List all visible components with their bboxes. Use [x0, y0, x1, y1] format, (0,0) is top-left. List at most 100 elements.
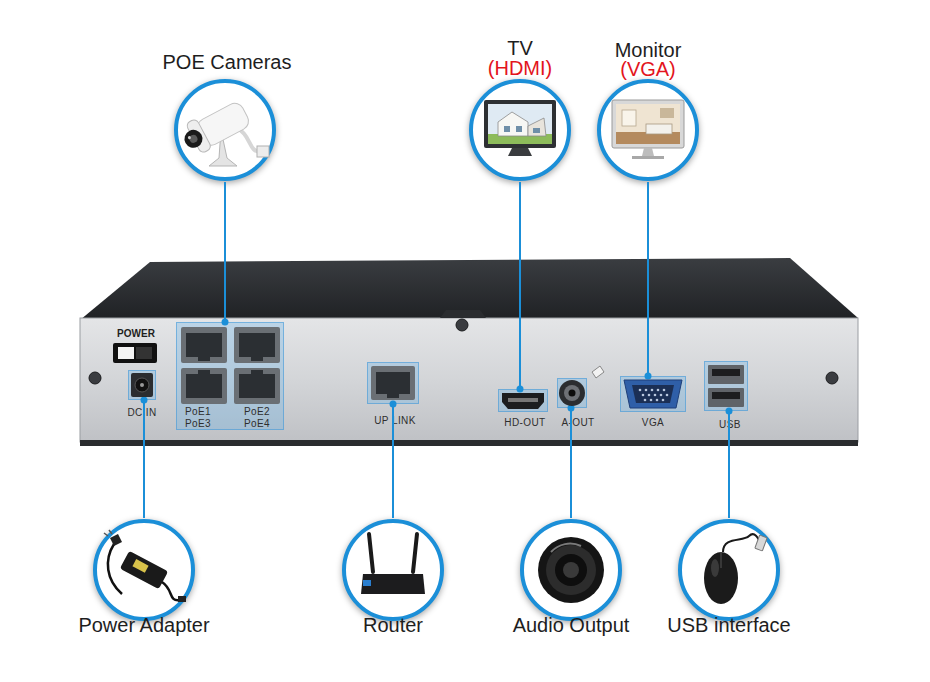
mouse-icon [721, 552, 722, 568]
vga-port [644, 399, 647, 402]
port-area: UP LINK [367, 362, 419, 404]
vga-port [654, 394, 657, 397]
audio-jack [569, 390, 576, 397]
tv-icon [516, 126, 522, 132]
monitor-icon [612, 100, 684, 159]
monitor-icon [642, 148, 654, 156]
camera-icon [194, 100, 251, 148]
panel-tab [440, 310, 486, 318]
circle-ring [680, 521, 778, 619]
circle-outline [173, 78, 277, 182]
router-icon [363, 580, 371, 586]
speaker-icon [551, 544, 581, 552]
device-label: Power Adapter [78, 614, 209, 636]
dc-jack [140, 383, 144, 387]
adapter-icon [120, 551, 168, 589]
port-area: USB [704, 361, 748, 411]
vga-port [657, 389, 660, 392]
rj45-port [181, 368, 227, 404]
power-switch [113, 343, 157, 363]
adapter-icon [104, 530, 112, 536]
tv-icon [528, 118, 546, 136]
device-label: POE Cameras [163, 51, 292, 73]
vga-port [639, 389, 669, 402]
tv-icon [488, 134, 552, 144]
port-area: A-OUT [557, 378, 587, 408]
vga-port [656, 399, 659, 402]
vga-port [648, 394, 651, 397]
port-area: HD-OUT [498, 389, 548, 412]
speaker-icon [563, 562, 579, 578]
hdmi-port [502, 393, 544, 409]
ground-mark [592, 366, 604, 378]
mouse-icon [704, 534, 767, 604]
hdmi-port [502, 393, 544, 409]
circle-outline [596, 78, 700, 182]
circle-ring [344, 521, 442, 619]
device-circle: POE Cameras [173, 78, 277, 182]
rj45-port [371, 366, 415, 400]
audio-jack [559, 380, 585, 406]
screw [826, 372, 838, 384]
dc-jack [135, 378, 149, 392]
speaker-icon [555, 554, 587, 586]
port-area: PoE1PoE3PoE2PoE4 [176, 322, 284, 430]
tv-icon [504, 126, 510, 132]
rj45-port [239, 333, 275, 357]
device-label: (HDMI) [488, 57, 552, 79]
monitor-icon [622, 110, 636, 126]
camera-icon [187, 136, 191, 140]
connector-line [728, 411, 730, 518]
vga-port [660, 394, 663, 397]
rj45-port [234, 327, 280, 363]
nvr-top-cover [80, 258, 858, 320]
adapter-icon [162, 582, 180, 600]
vga-port [645, 389, 648, 392]
adapter-icon [110, 534, 122, 546]
port-label: VGA [642, 417, 664, 428]
connector-line [392, 404, 394, 518]
device-label: (VGA) [620, 58, 676, 80]
connector-dot [390, 401, 397, 408]
power-switch [136, 347, 152, 359]
usb-port [712, 392, 740, 399]
mouse-icon [704, 552, 738, 604]
adapter-icon [120, 551, 168, 589]
camera-icon [181, 127, 205, 151]
camera-icon [178, 97, 253, 158]
port-label: UP LINK [374, 415, 416, 426]
device-label: Audio Output [513, 614, 630, 636]
circle-outline [677, 518, 781, 622]
monitor-icon [612, 100, 684, 148]
port-label: PoE2 [244, 406, 270, 417]
panel-label: POWER [117, 328, 155, 339]
port-label: A-OUT [561, 417, 594, 428]
connector-dot [726, 408, 733, 415]
rj45-port [198, 370, 210, 374]
port-area: VGA [620, 376, 686, 412]
vga-port [642, 394, 645, 397]
vga-port [639, 389, 642, 392]
adapter-icon [104, 530, 186, 602]
adapter-icon [178, 596, 186, 602]
panel-bottom-edge [80, 440, 858, 446]
monitor-icon [616, 132, 680, 144]
usb-port [712, 369, 740, 376]
rj45-port [186, 333, 222, 357]
camera-icon [233, 126, 261, 152]
usb-port [708, 365, 744, 384]
device-label: USB interface [667, 614, 790, 636]
circle-outline [341, 518, 445, 622]
rj45-port [251, 357, 263, 361]
camera-icon [188, 133, 199, 144]
connector-line [519, 182, 521, 389]
camera-icon [178, 97, 269, 166]
connector-line [224, 182, 226, 322]
vga-port [663, 389, 666, 392]
port-label: DC IN [127, 407, 156, 418]
rj45-port [387, 394, 399, 398]
device-label: Monitor [615, 39, 682, 61]
rj45-port [198, 357, 210, 361]
port-label: HD-OUT [504, 417, 545, 428]
